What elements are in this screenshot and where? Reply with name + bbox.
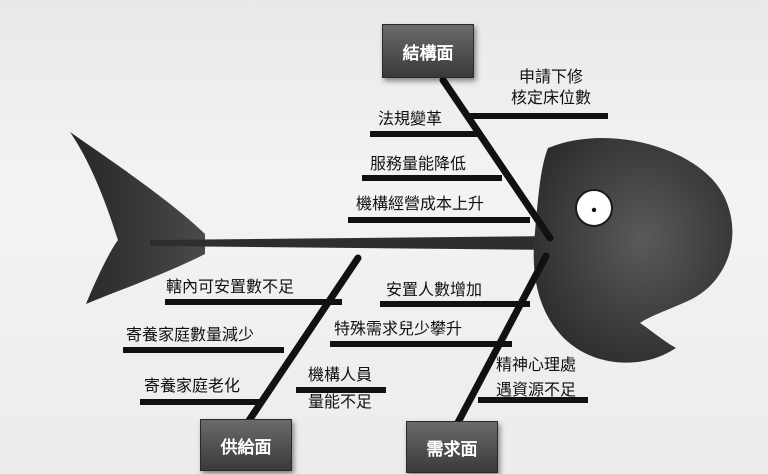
cause-label-staff-line1: 機構人員 xyxy=(307,365,372,384)
cause-label-placement: 轄內可安置數不足 xyxy=(166,277,295,296)
bone-bottom-left xyxy=(240,254,362,432)
cause-label-staff-line2: 量能不足 xyxy=(307,392,372,411)
cause-label-mental: 精神心理處 遇資源不足 xyxy=(486,354,586,400)
fish-tail xyxy=(70,132,205,304)
cause-label-mental-line1: 精神心理處 xyxy=(495,355,576,374)
category-box-structure: 結構面 xyxy=(382,24,474,78)
fish-spine xyxy=(150,236,560,250)
fish-head xyxy=(533,138,733,363)
bone-top xyxy=(439,76,554,242)
cause-label-mental-line2: 遇資源不足 xyxy=(495,380,576,399)
cause-label-staff: 機構人員 量能不足 xyxy=(290,364,390,412)
cause-label-increase: 安置人數增加 xyxy=(386,280,483,299)
cause-label-law: 法規變革 xyxy=(378,109,443,128)
cause-label-apply: 申請下修 核定床位數 xyxy=(496,66,606,108)
cause-label-family-aging: 寄養家庭老化 xyxy=(144,376,241,395)
category-box-demand: 需求面 xyxy=(406,421,498,473)
cause-label-apply-line2: 核定床位數 xyxy=(510,88,591,107)
fish-pupil xyxy=(591,207,597,213)
cause-label-service: 服務量能降低 xyxy=(370,154,467,173)
cause-label-cost: 機構經營成本上升 xyxy=(356,194,485,213)
category-box-supply: 供給面 xyxy=(200,419,292,471)
cause-label-family-decrease: 寄養家庭數量減少 xyxy=(126,325,255,344)
cause-label-apply-line1: 申請下修 xyxy=(518,67,583,86)
cause-label-special: 特殊需求兒少攀升 xyxy=(334,319,463,338)
